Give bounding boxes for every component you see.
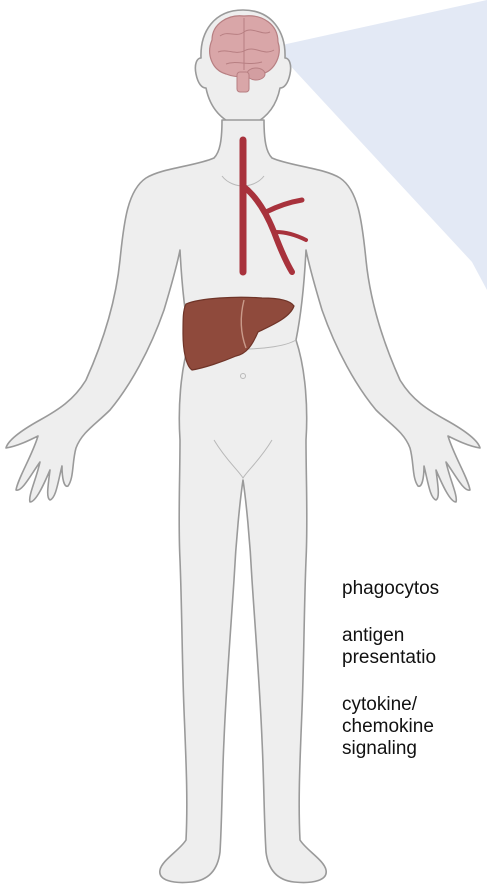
label-phagocytosis: phagocytos [342,578,439,600]
label-antigen-presentation: antigen presentatio [342,625,436,669]
label-cytokine-signaling: cytokine/ chemokine signaling [342,694,434,760]
